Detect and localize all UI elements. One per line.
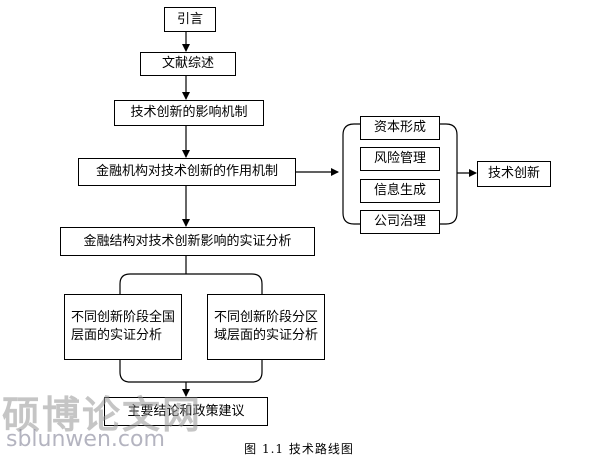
node-structure-analysis: 金融结构对技术创新影响的实证分析 xyxy=(60,227,315,256)
bracket-stages-top xyxy=(119,273,263,298)
node-governance: 公司治理 xyxy=(360,210,440,234)
node-capital-formation: 资本形成 xyxy=(360,116,440,140)
node-intro: 引言 xyxy=(164,7,216,32)
node-tech-innovation: 技术创新 xyxy=(477,161,551,187)
node-risk-management: 风险管理 xyxy=(360,147,440,171)
bracket-functions xyxy=(342,123,458,225)
node-conclusion: 主要结论和政策建议 xyxy=(104,397,268,426)
node-stage-regional: 不同创新阶段分区域层面的实证分析 xyxy=(207,294,325,360)
node-information: 信息生成 xyxy=(360,179,440,203)
node-finance-mechanism: 金融机构对技术创新的作用机制 xyxy=(78,158,296,186)
node-impact-mechanism: 技术创新的影响机制 xyxy=(114,100,264,126)
node-literature-review: 文献综述 xyxy=(140,52,236,76)
bracket-stages-bottom xyxy=(119,358,263,383)
node-stage-national: 不同创新阶段全国层面的实证分析 xyxy=(64,294,182,360)
watermark-en: sblunwen.com xyxy=(6,427,165,452)
watermark-cn: 硕博论文网 xyxy=(2,392,203,437)
figure-caption: 图 1.1 技术路线图 xyxy=(244,442,354,456)
